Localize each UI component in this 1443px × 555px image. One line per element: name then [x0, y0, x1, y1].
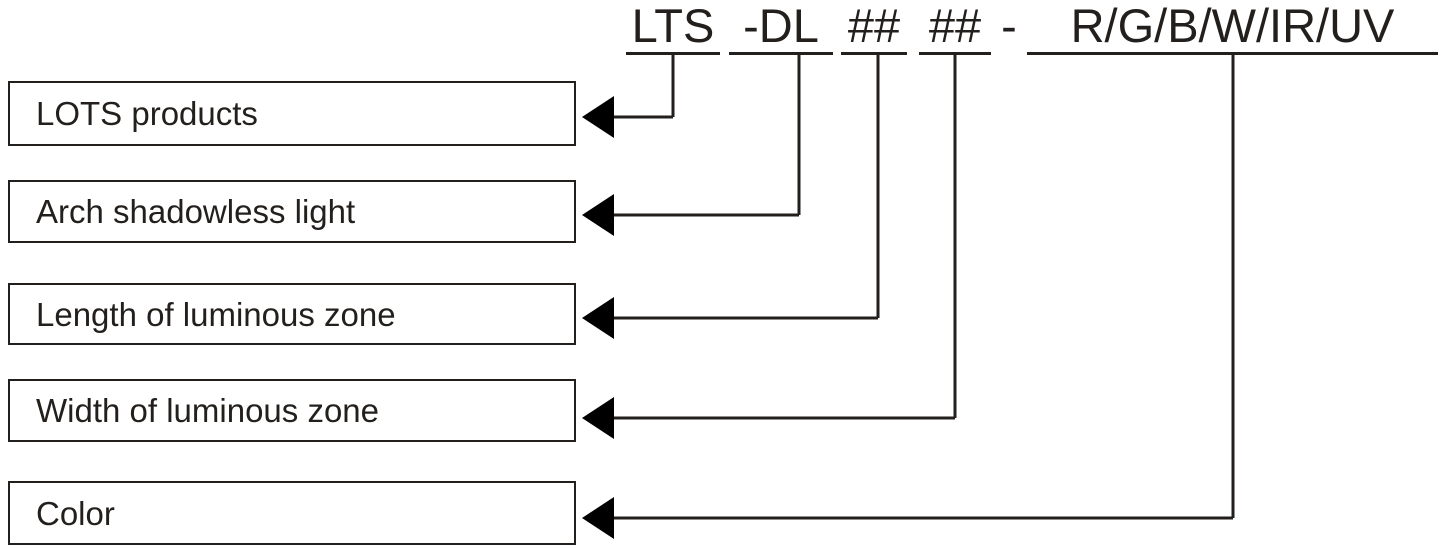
callout-label: Color: [36, 494, 115, 532]
leader-arrowhead: [582, 194, 614, 236]
part-number-segment: ##: [841, 0, 907, 55]
callout-box-arch-shadowless-light: Arch shadowless light: [8, 180, 576, 243]
part-number-segment: ##: [919, 0, 991, 55]
part-number-segment: -: [1001, 0, 1017, 52]
leader-arrowhead: [582, 297, 614, 339]
leader-arrowhead: [582, 397, 614, 439]
callout-label: Arch shadowless light: [36, 193, 356, 230]
part-number-segment: R/G/B/W/IR/UV: [1027, 0, 1438, 55]
part-number-segment: -DL: [729, 0, 833, 55]
callout-label: Width of luminous zone: [36, 392, 380, 429]
leader-arrowhead: [582, 96, 614, 138]
callout-label: LOTS products: [36, 95, 258, 132]
callout-box-width-of-luminous-zone: Width of luminous zone: [8, 379, 576, 442]
callout-box-color: Color: [8, 481, 576, 545]
callout-box-length-of-luminous-zone: Length of luminous zone: [8, 283, 576, 345]
leader-arrowhead: [582, 497, 614, 539]
callout-label: Length of luminous zone: [36, 295, 396, 333]
callout-box-lots-products: LOTS products: [8, 81, 576, 146]
part-number-segment: LTS: [626, 0, 720, 55]
part-number-header: LTS-DL####-R/G/B/W/IR/UV: [0, 0, 1443, 62]
